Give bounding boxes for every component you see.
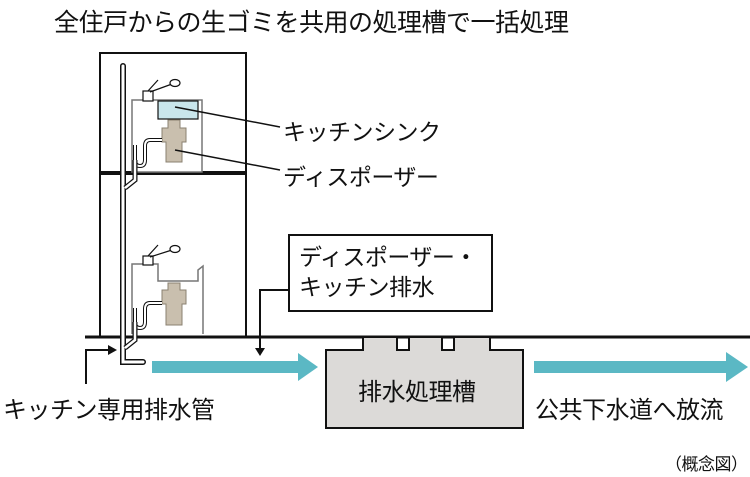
label-concept-note: （概念図） — [665, 455, 748, 475]
upper-faucet-handle — [169, 78, 181, 88]
leader-disposer — [174, 149, 281, 171]
diagram-title: 全住戸からの生ゴミを共用の処理槽で一括処理 — [54, 8, 569, 37]
leader-kitchen-sink — [174, 106, 281, 128]
kitchen-drain-pipe — [120, 63, 146, 365]
label-box-line2: キッチン排水 — [299, 275, 435, 301]
arrow-right-icon — [108, 345, 117, 355]
upper-faucet-base — [142, 90, 154, 102]
lower-unit — [131, 244, 204, 334]
upper-faucet — [147, 79, 173, 93]
label-to-sewer: 公共下水道へ放流 — [535, 396, 724, 424]
label-box-drain: ディスポーザー・ キッチン排水 — [288, 234, 493, 312]
lower-faucet-handle — [169, 244, 181, 254]
label-kitchen-drain-pipe: キッチン専用排水管 — [3, 396, 215, 424]
label-treatment-tank: 排水処理槽 — [358, 378, 476, 406]
label-box-line1: ディスポーザー・ — [299, 245, 477, 271]
leader-drain-label — [259, 289, 288, 350]
lower-faucet — [147, 244, 173, 258]
treatment-tank — [325, 336, 524, 429]
leader-drain-pipe — [85, 349, 110, 384]
label-disposer: ディスポーザー — [283, 165, 439, 191]
upper-sink-basin — [157, 100, 199, 120]
lower-disposer — [161, 282, 187, 326]
upper-unit — [131, 78, 203, 173]
flow-arrow-in — [152, 353, 318, 381]
label-kitchen-sink: キッチンシンク — [283, 120, 441, 146]
flow-arrow-out — [534, 352, 748, 382]
lower-faucet-base — [142, 255, 154, 266]
arrow-down-icon — [255, 348, 265, 356]
